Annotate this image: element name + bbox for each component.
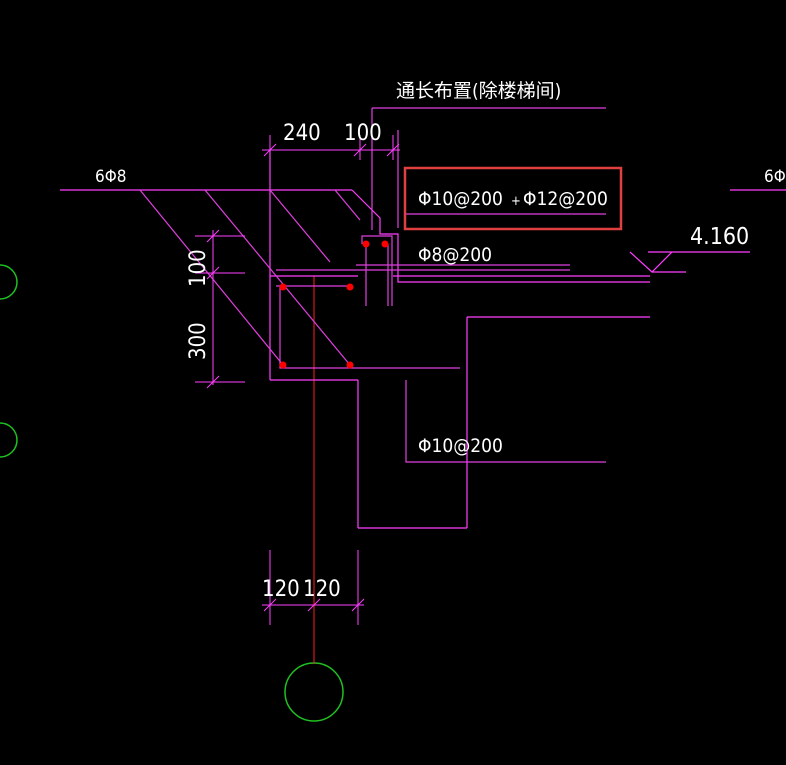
dim-240-label: 240 <box>283 121 321 146</box>
rebar-dot <box>381 240 389 248</box>
section-outline <box>60 150 786 529</box>
dim-120-b-label: 120 <box>303 577 341 602</box>
dim-120-a-label: 120 <box>262 577 300 602</box>
highlight-box[interactable] <box>403 166 623 231</box>
rebar-dot <box>346 361 354 369</box>
rebar-dots <box>279 240 389 369</box>
lower-rebar-label: Φ10@200 <box>418 435 503 457</box>
boxed-rebar-plus: + <box>511 194 521 209</box>
dim-100-top-label: 100 <box>344 121 382 146</box>
rebar-dot <box>279 283 287 291</box>
dim-300-side-label: 300 <box>186 322 211 360</box>
stirrup-label: Φ8@200 <box>418 244 492 266</box>
rebar-6phi8-right: 6Φ <box>764 167 786 187</box>
elevation-label: 4.160 <box>690 224 749 250</box>
rebar-6phi8-left: 6Φ8 <box>95 167 127 187</box>
rebar-dot <box>346 283 354 291</box>
axis-bubble-left-lower <box>0 422 18 458</box>
axis-bubble-bottom <box>284 662 344 722</box>
dim-100-side-label: 100 <box>186 249 211 287</box>
boxed-rebar-2: Φ12@200 <box>523 188 608 210</box>
dimension-lines <box>195 135 400 625</box>
axis-bubble-left-upper <box>0 264 18 300</box>
rebar-dot <box>279 361 287 369</box>
rebar-dot <box>362 240 370 248</box>
boxed-rebar-1: Φ10@200 <box>418 188 503 210</box>
note-full-length: 通长布置(除楼梯间) <box>396 80 561 102</box>
rebar-lines <box>139 107 606 463</box>
